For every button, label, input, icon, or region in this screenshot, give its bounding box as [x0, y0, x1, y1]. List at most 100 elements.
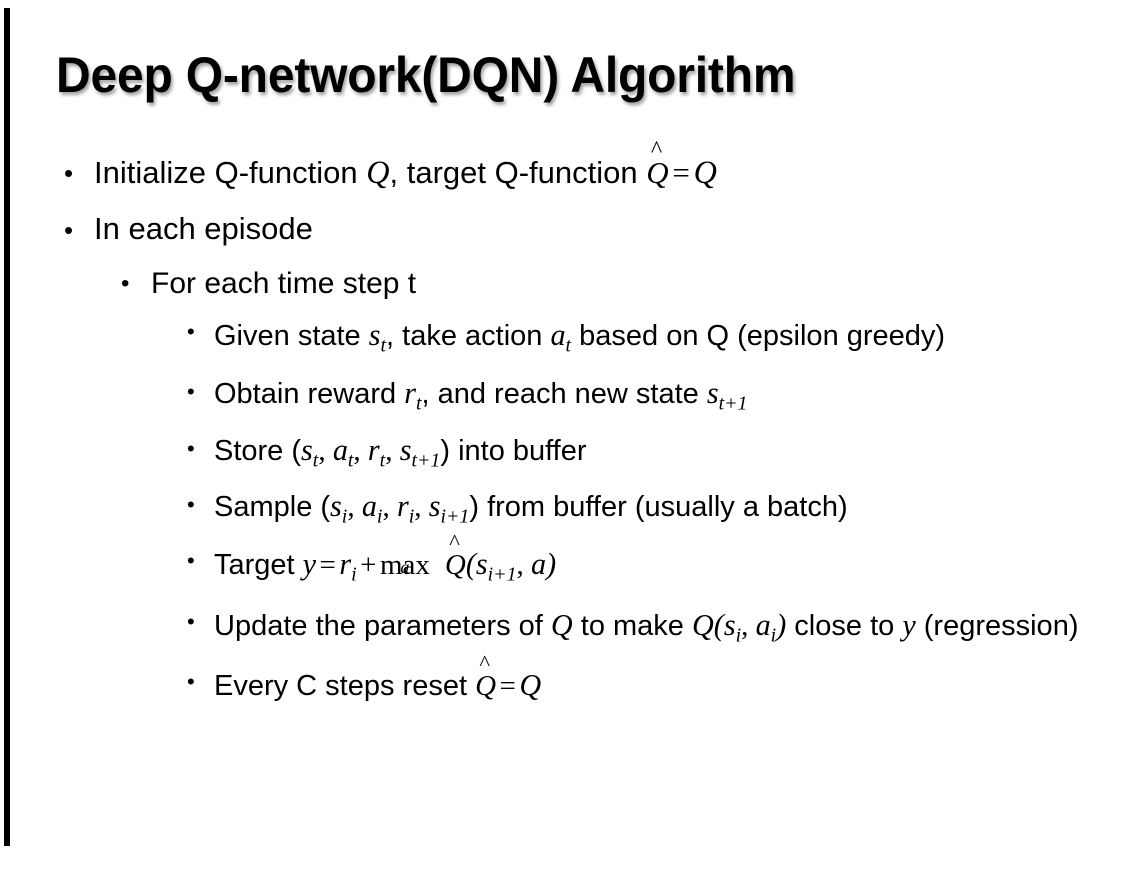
math-var-y: y	[302, 547, 317, 582]
math-var-s1: si	[330, 489, 347, 527]
math-subscript: i	[376, 505, 383, 528]
math-paren-close: )	[776, 607, 787, 642]
math-base: s	[330, 489, 342, 524]
math-subscript: i	[341, 505, 348, 528]
math-var-q2: Q	[691, 607, 714, 642]
math-var-q: Q	[366, 154, 390, 190]
bullet-list: • Initialize Q-function Q, target Q-func…	[0, 137, 1124, 712]
text-run: ) from buffer (usually a batch)	[469, 491, 848, 524]
list-item-text: Given state st, take action at based on …	[214, 311, 1094, 370]
hat-accent: ^	[479, 649, 491, 675]
math-var-q: Q	[519, 668, 542, 703]
list-item: • Every C steps reset ^Q=Q	[0, 651, 1124, 711]
math-separator: ,	[353, 434, 368, 467]
math-subscript: t	[565, 334, 572, 357]
math-subscript: i	[351, 563, 357, 586]
math-var-s2: st+1	[399, 432, 441, 471]
text-run: Initialize Q-function	[94, 155, 367, 190]
list-item-text: Store (st, at, rt, st+1) into buffer	[214, 428, 1094, 483]
bullet-marker: •	[187, 492, 195, 518]
math-max-subscript: a	[400, 556, 410, 577]
math-subscript: i	[770, 624, 777, 647]
bullet-marker: •	[187, 379, 195, 405]
math-var-r: rt	[368, 433, 385, 471]
text-run: Target	[214, 549, 303, 582]
math-base: s	[428, 489, 441, 524]
math-base: s	[723, 607, 736, 642]
math-var-qhat: ^Q	[646, 137, 669, 197]
math-subscript: t	[379, 449, 386, 472]
math-subscript: i+1	[487, 563, 517, 586]
text-run: , and reach new state	[421, 378, 707, 411]
math-subscript: t	[415, 392, 422, 415]
text-run: , take action	[386, 320, 551, 352]
math-separator: ,	[414, 491, 429, 524]
math-var-qhat: ^Q	[445, 530, 466, 590]
math-var-s: st	[369, 318, 386, 356]
list-item-text: Every C steps reset ^Q=Q	[214, 651, 1094, 711]
math-base: r	[404, 376, 416, 411]
list-item: • Sample (si, ai, ri, si+1) from buffer …	[0, 484, 1124, 539]
bullet-marker: •	[187, 548, 195, 574]
text-run: based on Q (epsilon greedy)	[571, 320, 946, 352]
math-var-q2: Q	[693, 154, 717, 190]
list-item-text: Obtain reward rt, and reach new state st…	[214, 371, 1094, 426]
math-base: s	[706, 376, 719, 411]
math-base: Q	[475, 670, 497, 703]
math-var-a: ai	[756, 608, 777, 646]
math-base: Q	[646, 155, 669, 190]
bullet-marker: •	[187, 669, 195, 695]
math-base: r	[339, 547, 352, 582]
math-equals: =	[672, 155, 690, 190]
text-run: Given state	[214, 320, 369, 352]
math-paren-open: (	[713, 607, 724, 642]
list-item: • Obtain reward rt, and reach new state …	[0, 371, 1124, 426]
bullet-marker: •	[187, 319, 195, 344]
math-paren-open: (	[465, 547, 476, 582]
math-equals: =	[499, 670, 516, 703]
math-var-a: at	[333, 433, 354, 471]
bullet-marker: •	[64, 215, 74, 245]
math-var-r: rt	[404, 376, 421, 414]
math-separator: ,	[347, 491, 362, 524]
math-separator: ,	[382, 491, 397, 524]
math-var-s: st+1	[706, 376, 748, 414]
math-var-s1: st	[301, 433, 318, 471]
text-run: close to	[786, 609, 903, 642]
math-subscript: t	[312, 449, 319, 472]
math-var-qhat: ^Q	[475, 651, 497, 711]
text-run: Every C steps reset	[214, 670, 476, 703]
text-run: (regression)	[915, 609, 1079, 642]
list-item: • For each time step t	[0, 261, 1124, 307]
text-run: Update the parameters of	[214, 609, 551, 642]
list-item: • In each episode	[0, 205, 1124, 253]
math-var-r: ri	[339, 547, 356, 585]
math-subscript: t	[347, 449, 354, 472]
math-separator: ,	[318, 434, 333, 467]
math-var-y: y	[902, 607, 916, 642]
bullet-marker: •	[187, 435, 195, 461]
math-var-a: at	[550, 318, 571, 356]
math-subscript: i+1	[440, 505, 470, 528]
math-subscript: t+1	[411, 449, 441, 472]
math-max-label: max	[379, 549, 430, 582]
list-item-text: Sample (si, ai, ri, si+1) from buffer (u…	[214, 484, 1094, 539]
math-separator: ,	[516, 549, 532, 582]
bullet-marker: •	[121, 270, 130, 297]
bullet-marker: •	[187, 608, 195, 634]
list-item-text: In each episode	[94, 211, 313, 246]
math-separator: ,	[385, 434, 400, 467]
math-separator: ,	[741, 609, 756, 642]
list-item-text: Update the parameters of Q to make Q(si,…	[214, 601, 1094, 660]
page-title: Deep Q-network(DQN) Algorithm	[56, 47, 796, 103]
math-var-s2: si+1	[428, 489, 470, 527]
list-item: • Initialize Q-function Q, target Q-func…	[0, 137, 1124, 197]
math-base: s	[475, 547, 488, 582]
math-base: s	[399, 432, 412, 467]
math-subscript: i	[408, 505, 415, 528]
math-var-a: a	[531, 547, 547, 582]
